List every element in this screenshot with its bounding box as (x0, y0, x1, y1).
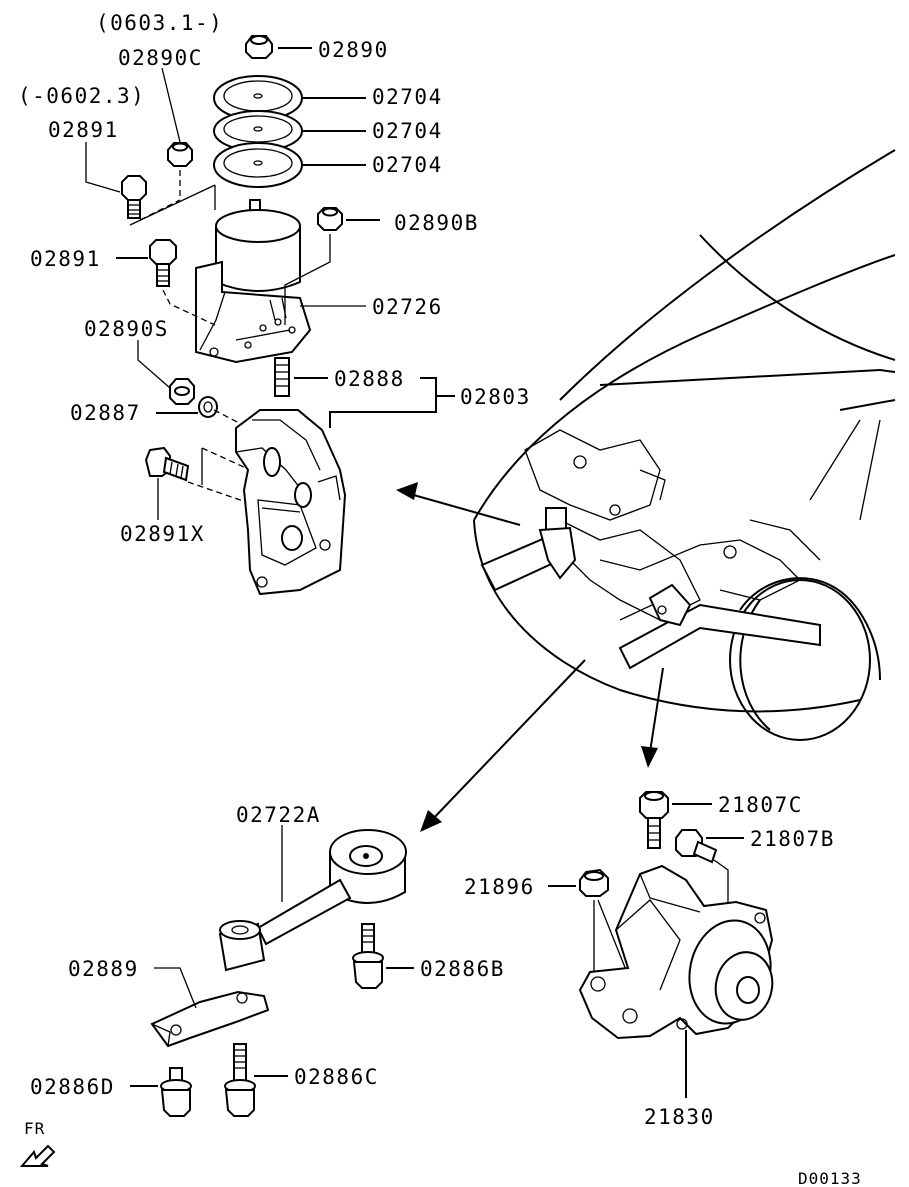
label-02722A: 02722A (236, 803, 321, 827)
label-21807C: 21807C (718, 793, 803, 817)
bolt-02886D-icon (160, 1067, 192, 1117)
nut-02890C-icon (167, 142, 193, 167)
label-note-0603: (0603.1-) (96, 11, 223, 35)
rubber-mount-02726-icon (195, 199, 312, 364)
bolt-21807B-icon (675, 829, 718, 864)
label-02890C: 02890C (118, 46, 203, 70)
torque-rod-assembly (130, 825, 414, 1117)
arrow-head-down-left-icon (420, 810, 442, 832)
bolt-21807C-icon (639, 791, 669, 849)
bolt-02886C-icon (224, 1043, 256, 1117)
nut-02890S-icon (169, 378, 195, 405)
nut-21896-icon (579, 868, 609, 897)
nut-02890B-icon (317, 207, 343, 231)
label-21896: 21896 (464, 875, 535, 899)
label-02803: 02803 (460, 385, 531, 409)
label-02889: 02889 (68, 957, 139, 981)
bolt-02891X-icon (144, 446, 190, 482)
bolt-02891-mid-icon (149, 239, 177, 287)
label-21830: 21830 (644, 1105, 715, 1129)
arrow-head-left-icon (396, 482, 418, 500)
diagram-code: D00133 (798, 1169, 862, 1187)
label-02886B: 02886B (420, 957, 505, 981)
label-fr: FR (24, 1119, 45, 1138)
label-02888: 02888 (334, 367, 405, 391)
label-02704-a: 02704 (372, 85, 443, 109)
arrow-head-down-icon (641, 746, 658, 768)
label-02891-mid: 02891 (30, 247, 101, 271)
torque-rod-02722A-icon (218, 829, 407, 972)
stud-02888-icon (274, 357, 290, 397)
label-note-0602: (-0602.3) (18, 84, 145, 108)
callout-arrows (396, 482, 664, 832)
label-02886D: 02886D (30, 1075, 115, 1099)
engine-mount-21830-icon (578, 864, 774, 1040)
bolt-02886B-icon (352, 923, 384, 989)
bolt-02891-top-icon (121, 175, 147, 219)
label-21807B: 21807B (750, 827, 835, 851)
label-02890B: 02890B (394, 211, 479, 235)
washer-02887-icon (198, 396, 218, 418)
nut-02890-icon (245, 35, 273, 59)
lower-mount-assembly (548, 791, 774, 1098)
front-direction-indicator (19, 1144, 56, 1167)
label-02891X: 02891X (120, 522, 205, 546)
washer-02704-c-icon (213, 142, 303, 188)
label-02704-c: 02704 (372, 153, 443, 177)
label-02891-top: 02891 (48, 118, 119, 142)
bracket-02803-icon (235, 409, 347, 596)
label-02726: 02726 (372, 295, 443, 319)
part-labels: (0603.1-) 02890 02890C (-0602.3) 02704 0… (18, 11, 862, 1187)
bracket-02889-icon (150, 990, 270, 1048)
vehicle-body-illustration (473, 149, 896, 741)
label-02887: 02887 (70, 401, 141, 425)
label-02886C: 02886C (294, 1065, 379, 1089)
label-02704-b: 02704 (372, 119, 443, 143)
upper-mount-assembly (85, 35, 455, 596)
front-direction-arrow-icon (19, 1144, 56, 1167)
label-02890: 02890 (318, 38, 389, 62)
label-02890S: 02890S (84, 317, 169, 341)
